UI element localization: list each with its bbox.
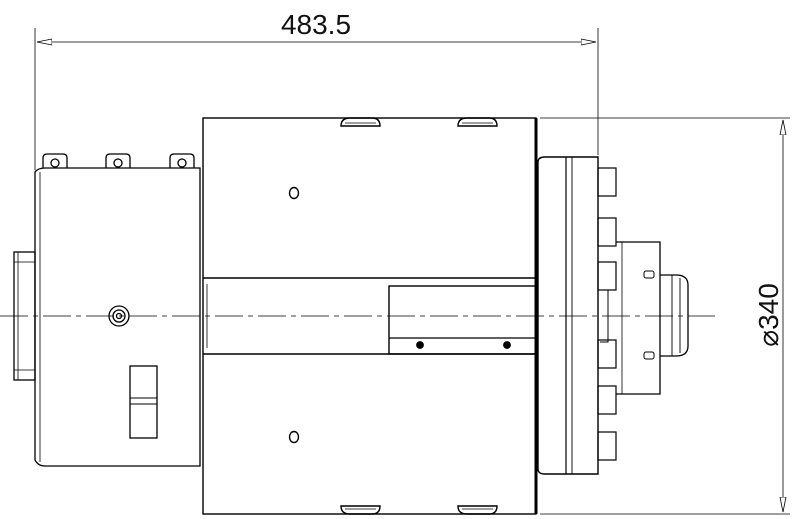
diameter-dimension: ⌀340 xyxy=(540,117,790,515)
small-hole-bottom xyxy=(288,430,300,444)
spigot xyxy=(660,274,689,357)
main-body xyxy=(202,117,538,515)
housing-body xyxy=(34,167,201,467)
small-hole-top xyxy=(288,186,300,200)
grease-nipple xyxy=(108,305,130,327)
diameter-label: ⌀340 xyxy=(753,283,784,347)
front-flange xyxy=(537,156,617,475)
length-value: 483.5 xyxy=(281,9,351,40)
key-screw-2 xyxy=(503,341,511,349)
key-screw-1 xyxy=(416,341,424,349)
flange-bolts xyxy=(597,167,617,461)
flange-plate xyxy=(537,156,599,475)
slotted-holes-bottom xyxy=(340,505,498,515)
nameplate xyxy=(129,365,158,439)
length-dimension: 483.5 xyxy=(34,9,599,170)
hub-body xyxy=(616,241,661,395)
key-block xyxy=(388,285,537,355)
slotted-holes-top xyxy=(340,117,498,127)
diameter-value: 340 xyxy=(753,283,784,330)
lifting-lugs xyxy=(42,153,195,168)
spigot-hub xyxy=(600,241,689,395)
diameter-symbol: ⌀ xyxy=(753,330,784,347)
left-housing xyxy=(13,153,201,467)
